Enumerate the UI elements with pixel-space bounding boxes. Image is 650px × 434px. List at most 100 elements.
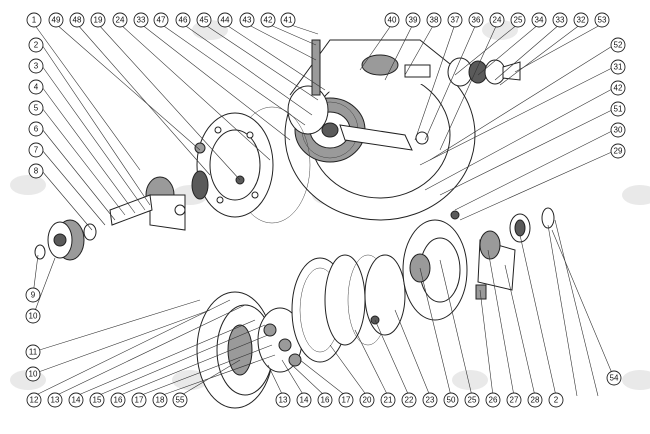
right-shaft <box>339 124 413 151</box>
callout-7: 7 <box>28 142 44 158</box>
svg-text:13: 13 <box>51 396 60 405</box>
svg-text:46: 46 <box>179 16 188 25</box>
callout-1: 1 <box>26 12 42 28</box>
callout-25b: 25 <box>464 392 480 408</box>
svg-text:3: 3 <box>34 62 39 71</box>
svg-text:4: 4 <box>34 83 39 92</box>
svg-text:17: 17 <box>342 396 351 405</box>
svg-text:1: 1 <box>32 16 37 25</box>
callout-2: 2 <box>28 37 44 53</box>
callout-40: 40 <box>384 12 400 28</box>
input-shaft <box>109 194 153 226</box>
svg-text:29: 29 <box>614 147 623 156</box>
callout-4: 4 <box>28 79 44 95</box>
callout-24b: 24 <box>489 12 505 28</box>
svg-text:54: 54 <box>610 374 619 383</box>
svg-text:38: 38 <box>430 16 439 25</box>
svg-text:24: 24 <box>493 16 502 25</box>
callout-47: 47 <box>153 12 169 28</box>
callout-44: 44 <box>217 12 233 28</box>
callout-16b: 16 <box>317 392 333 408</box>
svg-text:33: 33 <box>137 16 146 25</box>
svg-text:42: 42 <box>614 84 623 93</box>
svg-text:55: 55 <box>176 396 185 405</box>
callout-32: 32 <box>573 12 589 28</box>
svg-text:16: 16 <box>321 396 330 405</box>
callout-14: 14 <box>68 392 84 408</box>
callout-49: 49 <box>48 12 64 28</box>
callout-8: 8 <box>28 163 44 179</box>
svg-text:26: 26 <box>489 396 498 405</box>
callouts-right: 52 31 42 51 30 29 54 <box>606 37 626 386</box>
svg-text:53: 53 <box>598 16 607 25</box>
svg-text:44: 44 <box>221 16 230 25</box>
leader-lines <box>32 23 615 397</box>
callout-24: 24 <box>112 12 128 28</box>
callout-25: 25 <box>510 12 526 28</box>
callout-36: 36 <box>468 12 484 28</box>
svg-text:14: 14 <box>72 396 81 405</box>
svg-text:28: 28 <box>531 396 540 405</box>
upper-assembly <box>34 39 521 261</box>
callout-30: 30 <box>610 122 626 138</box>
callout-37: 37 <box>447 12 463 28</box>
svg-text:34: 34 <box>535 16 544 25</box>
callout-50: 50 <box>443 392 459 408</box>
callout-42: 42 <box>260 12 276 28</box>
callout-15: 15 <box>89 392 105 408</box>
callout-3: 3 <box>28 58 44 74</box>
seal-b <box>541 207 555 229</box>
svg-text:25: 25 <box>468 396 477 405</box>
callout-21: 21 <box>380 392 396 408</box>
svg-text:11: 11 <box>29 348 38 357</box>
callout-39: 39 <box>405 12 421 28</box>
callout-2b: 2 <box>548 392 564 408</box>
svg-text:14: 14 <box>300 396 309 405</box>
svg-text:24: 24 <box>116 16 125 25</box>
callout-43: 43 <box>239 12 255 28</box>
svg-text:2: 2 <box>34 41 39 50</box>
svg-text:15: 15 <box>93 396 102 405</box>
svg-text:27: 27 <box>510 396 519 405</box>
svg-text:36: 36 <box>472 16 481 25</box>
callout-19: 19 <box>90 12 106 28</box>
bearing-ring-a <box>447 57 473 87</box>
callout-28: 28 <box>527 392 543 408</box>
svg-text:32: 32 <box>577 16 586 25</box>
svg-text:48: 48 <box>73 16 82 25</box>
callout-34: 34 <box>531 12 547 28</box>
callouts-top: 1 49 48 19 24 33 47 46 45 44 43 42 41 40… <box>26 12 610 28</box>
callout-27: 27 <box>506 392 522 408</box>
svg-text:8: 8 <box>34 167 39 176</box>
callout-22: 22 <box>401 392 417 408</box>
svg-text:18: 18 <box>156 396 165 405</box>
callout-51: 51 <box>610 101 626 117</box>
svg-text:9: 9 <box>31 291 36 300</box>
callout-55: 55 <box>172 392 188 408</box>
svg-text:40: 40 <box>388 16 397 25</box>
svg-text:23: 23 <box>426 396 435 405</box>
callout-48: 48 <box>69 12 85 28</box>
callout-29: 29 <box>610 143 626 159</box>
callout-14b: 14 <box>296 392 312 408</box>
svg-text:51: 51 <box>614 105 623 114</box>
svg-text:25: 25 <box>514 16 523 25</box>
lower-assembly <box>196 207 555 409</box>
svg-text:10: 10 <box>29 370 38 379</box>
callout-33: 33 <box>133 12 149 28</box>
callouts-bottom: 12 13 14 15 16 17 18 55 13 14 16 17 20 2… <box>26 392 564 408</box>
svg-text:52: 52 <box>614 41 623 50</box>
callout-33b: 33 <box>552 12 568 28</box>
callout-31: 31 <box>610 59 626 75</box>
callout-45: 45 <box>196 12 212 28</box>
svg-text:30: 30 <box>614 126 623 135</box>
svg-text:42: 42 <box>264 16 273 25</box>
callout-5: 5 <box>28 100 44 116</box>
svg-text:6: 6 <box>34 125 39 134</box>
callout-17b: 17 <box>338 392 354 408</box>
svg-text:50: 50 <box>447 396 456 405</box>
svg-text:39: 39 <box>409 16 418 25</box>
callout-17: 17 <box>131 392 147 408</box>
callout-13b: 13 <box>275 392 291 408</box>
